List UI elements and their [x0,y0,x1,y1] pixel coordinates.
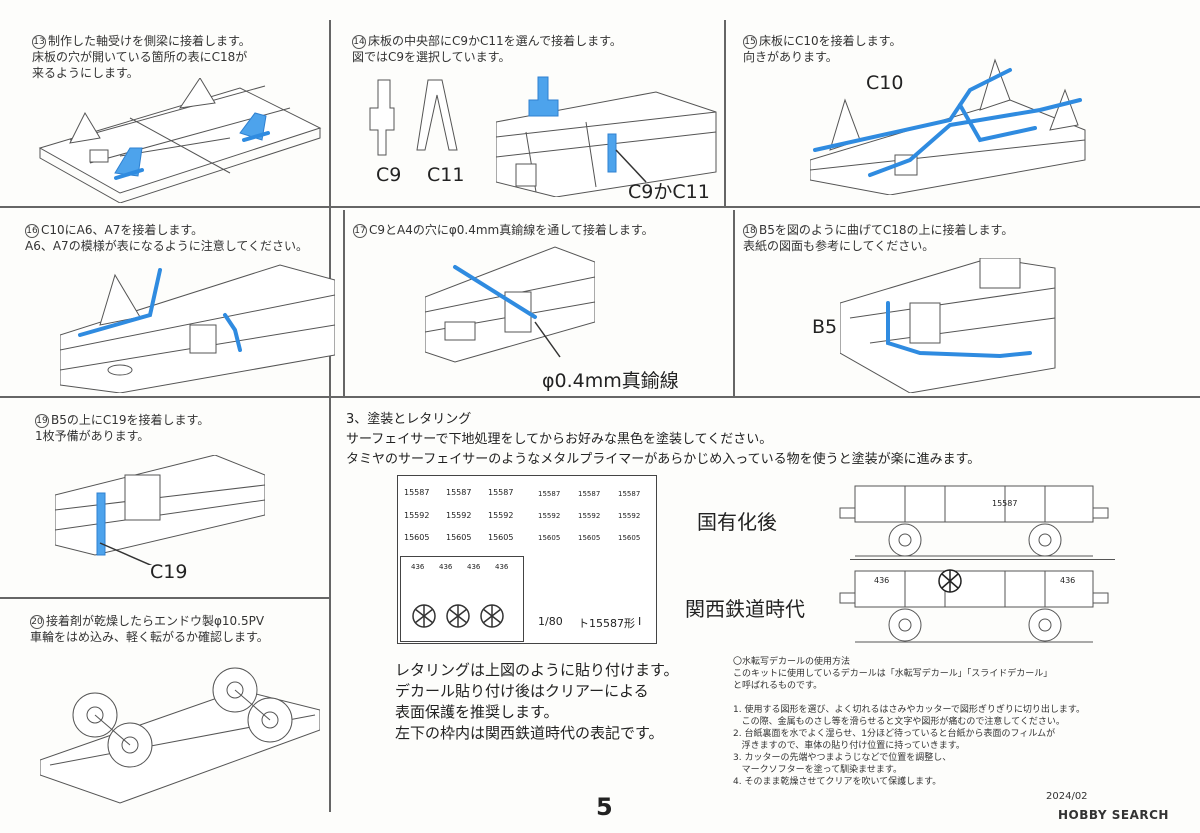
car-number: 436 [874,576,890,585]
grid-divider [724,20,726,206]
step-19-illustration [55,455,265,565]
label-brass-wire: φ0.4mm真鍮線 [542,370,679,392]
decal-number: 15592 [488,511,514,520]
step-13-illustration [38,78,322,203]
rail [850,559,1115,560]
label-c19: C19 [150,561,188,583]
kansai-number: 436 [439,563,453,571]
decal-scale: 1/80 [538,615,563,628]
decal-small-number: 15592 [538,512,561,520]
car-number: 436 [1060,576,1076,585]
grid-divider [0,597,329,599]
decal-small-number: 15587 [538,490,561,498]
step-14-part-outlines [369,79,458,156]
decal-small-number: 15605 [578,534,601,542]
decal-number: 15605 [446,533,472,542]
decal-number: 15592 [446,511,472,520]
grid-divider [0,206,1200,208]
date-stamp: 2024/02 [1046,791,1088,802]
section-title: 3、塗装とレタリング [346,412,472,427]
label-c9-or-c11: C9かC11 [628,181,710,203]
grid-divider [733,210,735,396]
kansai-era-frame: 436 436 436 436 [400,556,524,642]
label-c11: C11 [427,164,465,186]
label-c9: C9 [376,164,402,186]
decal-model: ト15587形 [578,617,635,630]
painting-note-2: タミヤのサーフェイサーのようなメタルプライマーがあらかじめ入っている物を使うと塗… [346,452,981,467]
decal-number: 15587 [488,488,514,497]
era-nationalized-label: 国有化後 [697,510,777,534]
decal-small-number: 15592 [618,512,641,520]
kansai-number: 436 [411,563,425,571]
car-nationalized-illustration [839,485,1109,557]
step-18-illustration [840,258,1056,393]
section-3-text: 3、塗装とレタリング サーフェイサーで下地処理をしてからお好みな黒色を塗装してく… [346,410,980,470]
label-c10: C10 [866,72,904,94]
car-kansai-illustration [839,569,1109,643]
page-number: 5 [596,793,613,821]
decal-number: 15587 [404,488,430,497]
decal-small-number: 15592 [578,512,601,520]
grid-divider [329,20,331,812]
kansai-number: 436 [467,563,481,571]
decal-number: 15605 [488,533,514,542]
kansai-emblem-icon [412,604,504,628]
grid-divider [0,396,1200,398]
decal-number: 15605 [404,533,430,542]
decal-number: 15592 [404,511,430,520]
decal-number: 15587 [446,488,472,497]
car-number: 15587 [992,499,1018,508]
kansai-number: 436 [495,563,509,571]
step-17-illustration [425,246,595,363]
step-16-illustration [60,264,335,393]
decal-howto-notes: 〇水転写デカールの使用方法 このキットに使用しているデカールは「水転写デカール」… [733,657,1086,787]
watermark-logo: HOBBY SEARCH [1058,808,1169,822]
step-20-illustration [40,667,320,804]
painting-note-1: サーフェイサーで下地処理をしてからお好みな黒色を塗装してください。 [346,432,773,447]
decal-sheet-id: I [638,615,642,628]
label-b5: B5 [812,316,838,338]
decal-sheet: 15587 15587 15587 15592 15592 15592 1560… [397,475,657,644]
decal-small-number: 15605 [538,534,561,542]
decal-small-number: 15605 [618,534,641,542]
step-15-illustration [810,58,1086,195]
step-14-illustration [496,76,717,197]
decal-small-number: 15587 [578,490,601,498]
grid-divider [343,210,345,396]
lettering-note: レタリングは上図のように貼り付けます。 デカール貼り付け後はクリアーによる 表面… [395,661,679,742]
era-kansai-label: 関西鉄道時代 [685,597,805,621]
decal-small-number: 15587 [618,490,641,498]
